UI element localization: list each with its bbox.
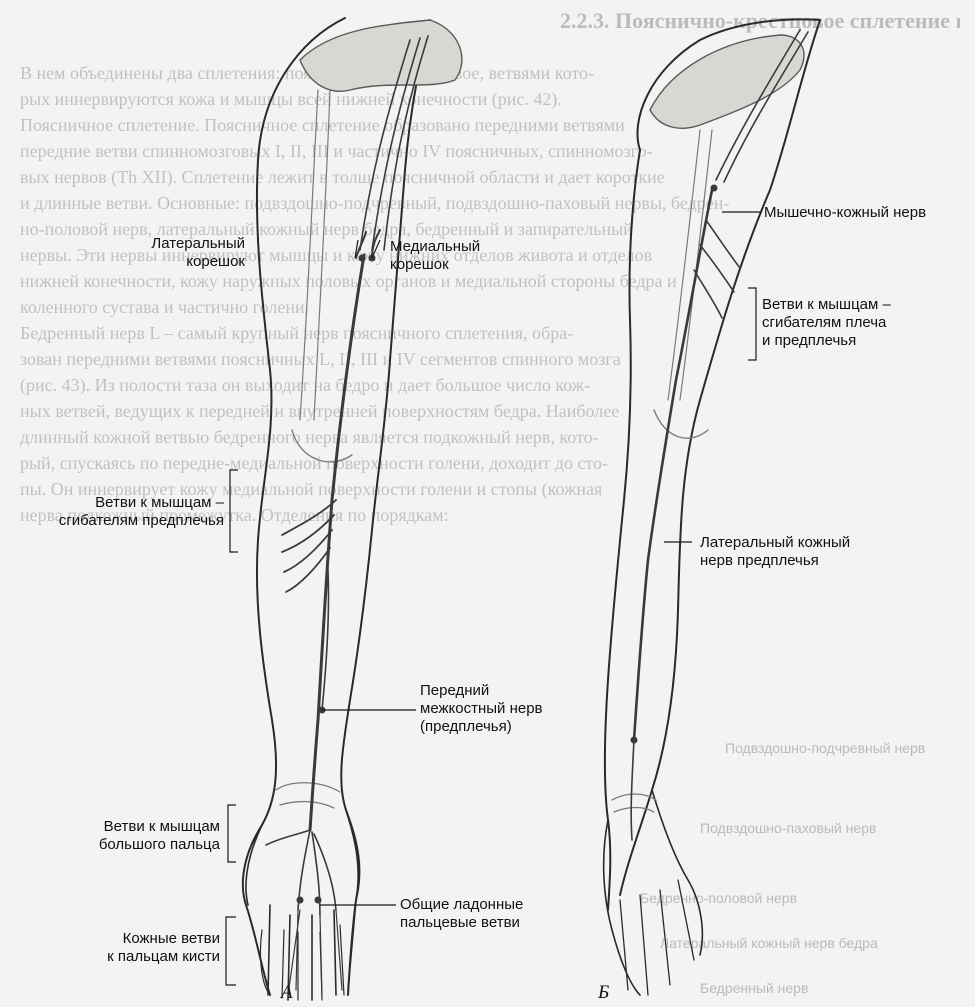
nerve-junction	[711, 185, 717, 191]
label-cutaneous-finger-branches: Кожные ветви к пальцам кисти	[20, 930, 220, 966]
panel-label-a: А	[281, 982, 293, 1004]
nerve-junction	[297, 897, 303, 903]
arm-b-fingers	[620, 880, 694, 995]
musculocutaneous-nerve	[634, 190, 712, 740]
bracket	[228, 805, 236, 862]
label-arm-flexor-branches: Ветви к мышцам – сгибателям плеча и пред…	[762, 296, 962, 350]
arm-b-humerus	[668, 130, 712, 400]
label-lateral-cutaneous-nerve: Латеральный кожный нерв предплечья	[700, 534, 900, 570]
bracket	[748, 288, 756, 360]
arm-a	[243, 18, 462, 1000]
label-medial-root: Медиальный корешок	[390, 238, 530, 274]
label-lateral-root: Латеральный корешок	[70, 235, 245, 271]
nerve-junction	[631, 737, 637, 743]
arm-a-fingers	[260, 925, 344, 1000]
arm-b-wrist-bones	[612, 794, 656, 812]
forearm-flexor-branch	[282, 500, 336, 535]
arm-b-outline-lateral	[620, 19, 820, 895]
arm-b	[604, 19, 820, 995]
forearm-flexor-branch	[286, 548, 330, 592]
bracket	[230, 470, 238, 552]
label-musculocutaneous-nerve: Мышечно-кожный нерв	[764, 204, 964, 222]
arm-a-wrist-bones	[276, 783, 340, 808]
lateral-cutaneous-branch	[631, 740, 634, 840]
arm-flexor-branch	[706, 220, 740, 268]
label-forearm-flexor-branches: Ветви к мышцам – сгибателям предплечья	[24, 494, 224, 530]
arm-a-humerus	[300, 90, 330, 420]
label-common-palmar-branches: Общие ладонные пальцевые ветви	[400, 896, 600, 932]
nerve-junction	[359, 255, 365, 261]
arm-b-hand	[604, 790, 703, 995]
arm-flexor-branch	[694, 270, 722, 318]
label-anterior-interosseous-nerve: Передний межкостный нерв (предплечья)	[420, 682, 600, 736]
thumb-branch	[266, 830, 310, 845]
arm-a-outline-medial	[341, 20, 430, 995]
panel-label-b: Б	[598, 982, 609, 1004]
arm-a-elbow	[292, 430, 352, 462]
nerve-junction	[315, 897, 321, 903]
forearm-flexor-branch	[284, 530, 332, 572]
bracket	[226, 917, 236, 985]
arm-b-elbow	[654, 410, 708, 438]
label-thumb-branches: Ветви к мышцам большого пальца	[20, 818, 220, 854]
arm-b-scapula	[650, 35, 804, 128]
